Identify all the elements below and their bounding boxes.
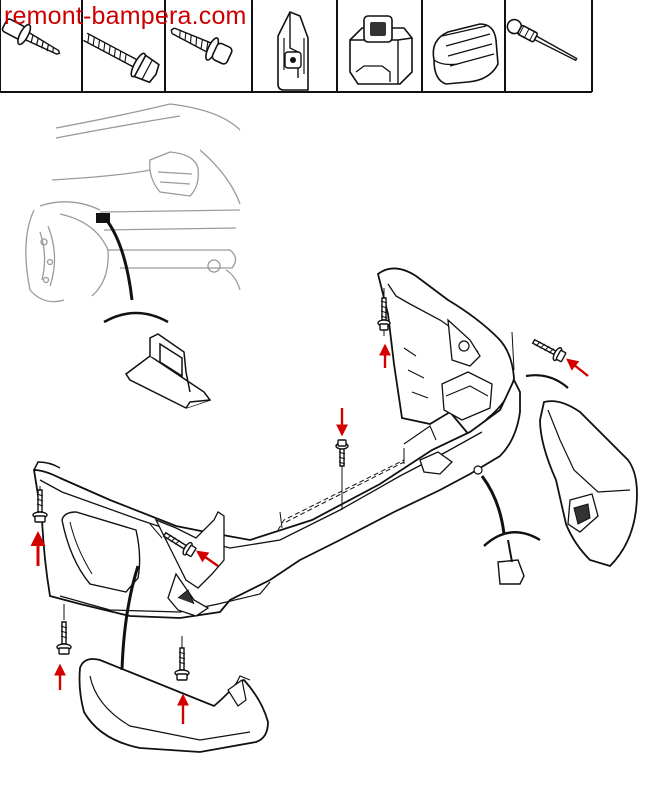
assembly-screws bbox=[32, 297, 567, 681]
screw-lower-trim-icon bbox=[174, 647, 190, 681]
spring-clip-icon bbox=[277, 10, 309, 91]
screw-left-bracket-icon bbox=[162, 531, 197, 558]
small-clip-icon bbox=[497, 539, 525, 585]
lower-left-trim bbox=[78, 658, 269, 753]
flange-screw-icon bbox=[170, 27, 233, 65]
screw-left-upper-icon bbox=[32, 489, 48, 523]
leader-lines bbox=[120, 475, 506, 671]
pin-rivet-icon bbox=[506, 18, 578, 62]
arrow-right-outer bbox=[566, 358, 589, 377]
screw-center-icon bbox=[335, 439, 349, 467]
car-rear-sketch bbox=[25, 103, 241, 303]
bracket-clip-icon bbox=[124, 333, 212, 409]
arrow-left-bracket bbox=[196, 550, 219, 567]
screw-lower-left-icon bbox=[56, 621, 72, 655]
screw-right-wing-icon bbox=[377, 297, 391, 331]
cage-nut-icon bbox=[349, 15, 413, 85]
clip-location-marker bbox=[96, 213, 169, 324]
rear-bumper bbox=[32, 267, 521, 619]
fastener-strip bbox=[0, 0, 593, 93]
red-arrows bbox=[30, 343, 589, 724]
right-side-trim bbox=[525, 374, 638, 568]
push-rivet-clip-icon bbox=[432, 23, 499, 85]
screw-right-outer-icon bbox=[531, 338, 567, 363]
flange-screw-short-icon bbox=[1, 18, 61, 55]
leader-arcs bbox=[483, 531, 541, 547]
hex-bolt-long-icon bbox=[83, 32, 160, 84]
